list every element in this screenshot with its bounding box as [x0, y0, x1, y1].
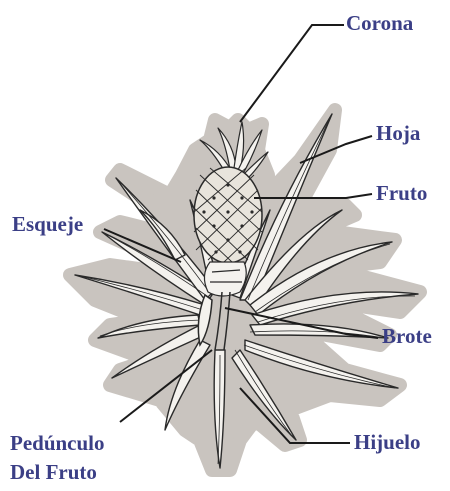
label-pedunculo-line2: Del Fruto [10, 458, 105, 487]
label-pedunculo: Pedúnculo Del Fruto [10, 429, 105, 487]
label-fruto: Fruto [376, 183, 427, 204]
label-hijuelo: Hijuelo [354, 432, 421, 453]
label-hoja: Hoja [376, 123, 420, 144]
slip [204, 262, 246, 296]
label-corona: Corona [346, 13, 413, 34]
fruit [194, 167, 262, 263]
label-brote: Brote [382, 326, 432, 347]
label-esqueje: Esqueje [12, 214, 83, 235]
label-pedunculo-line1: Pedúnculo [10, 429, 105, 458]
